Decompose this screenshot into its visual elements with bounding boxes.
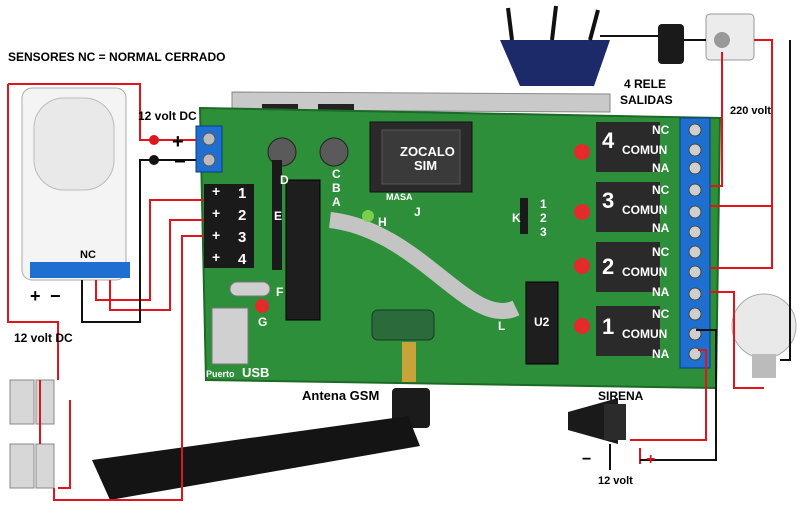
pin-letter-e: E [274,209,282,223]
relay-3-number: 3 [602,188,614,213]
relay-2-nc: NC [652,245,670,259]
u2-label: U2 [534,315,550,329]
relay-led-4 [574,144,590,160]
relays-title-1: 4 RELE [624,77,666,91]
diagram-title: SENSORES NC = NORMAL CERRADO [8,50,225,64]
relay-4-number: 4 [602,128,615,153]
siren-label: SIRENA [598,389,644,403]
sim-label-line1: ZOCALO [400,144,455,159]
led-g [255,299,269,313]
relay-2-number: 2 [602,254,614,279]
ribbon-cable [328,212,520,319]
pin-letter-c: C [332,167,341,181]
relay-2-na: NA [652,285,670,299]
capacitor-2 [319,137,349,167]
gsm-capacitor [371,309,435,341]
crystal [229,281,271,297]
input-3-num: 3 [238,229,246,246]
pir-sensor [21,87,130,281]
relay-led-1 [574,318,590,334]
pin-letter-j: J [414,205,421,219]
siren-minus: − [582,451,591,468]
input-3-sign: + [212,227,220,243]
relay-1-comun: COMUN [622,327,667,341]
microcontroller-chip [285,179,321,321]
relay-2 [596,242,660,292]
relay-4-comun: COMUN [622,143,667,157]
relay-1 [596,306,660,356]
antenna-connector [402,342,416,382]
masa-label: MASA [386,192,413,202]
input-4-sign: + [212,249,220,265]
antenna-label: Antena GSM [302,388,379,403]
relay-terminal-strip [679,117,711,369]
wifi-router [500,5,610,86]
relay-2-comun: COMUN [622,265,667,279]
input-2-sign: + [212,205,220,221]
pin-letter-b: B [332,181,341,195]
pin-letter-f: F [276,285,283,299]
sensor-supply-label: 12 volt DC [14,331,73,345]
k-jumper [520,198,528,234]
red-wires [7,39,773,501]
k-pin-2: 2 [540,211,547,225]
mains-label: 220 volt [730,105,771,117]
siren-plus: + [646,451,655,468]
pin-letter-l: L [498,319,505,333]
power-minus-sign: − [174,151,186,173]
relay-3-nc: NC [652,183,670,197]
junction-box [705,13,755,61]
power-minus-dot [149,155,159,165]
relay-led-3 [574,204,590,220]
siren-supply: 12 volt [598,475,633,487]
relay-1-number: 1 [602,314,614,339]
sensor-plus: + [30,286,41,306]
input-1-num: 1 [238,185,246,202]
magnetic-contacts [9,379,55,489]
relay-4 [596,122,660,172]
relay-3 [596,182,660,232]
relay-1-na: NA [652,347,670,361]
power-plus-sign: + [172,131,184,153]
power-adapter [658,24,684,64]
pin-letter-h: H [378,215,387,229]
k-pin-1: 1 [540,197,547,211]
power-plus-dot [149,135,159,145]
relay-3-comun: COMUN [622,203,667,217]
sim-label-line2: SIM [414,158,437,173]
pin-letter-a: A [332,195,341,209]
led-h [362,210,374,222]
relays-title-2: SALIDAS [620,93,673,107]
pin-letter-g: G [258,315,267,329]
k-pin-3: 3 [540,225,547,239]
usb-word-1: Puerto [206,369,235,379]
gsm-antenna [92,388,430,500]
u2-chip [525,281,559,365]
input-2-num: 2 [238,207,246,224]
pin-letter-k: K [512,211,521,225]
usb-word-2: USB [242,365,269,380]
input-4-num: 4 [238,251,247,268]
siren [568,398,626,444]
relay-1-nc: NC [652,307,670,321]
relay-4-nc: NC [652,123,670,137]
pin-letter-d: D [280,173,289,187]
input-1-sign: + [212,183,220,199]
light-bulb [731,293,797,378]
usb-port [211,307,249,365]
relay-3-na: NA [652,221,670,235]
power-input-label: 12 volt DC [138,109,197,123]
sensor-nc-label: NC [80,249,96,261]
relay-4-na: NA [652,161,670,175]
relay-led-2 [574,258,590,274]
sensor-minus: − [50,286,61,306]
input-header [204,184,236,268]
